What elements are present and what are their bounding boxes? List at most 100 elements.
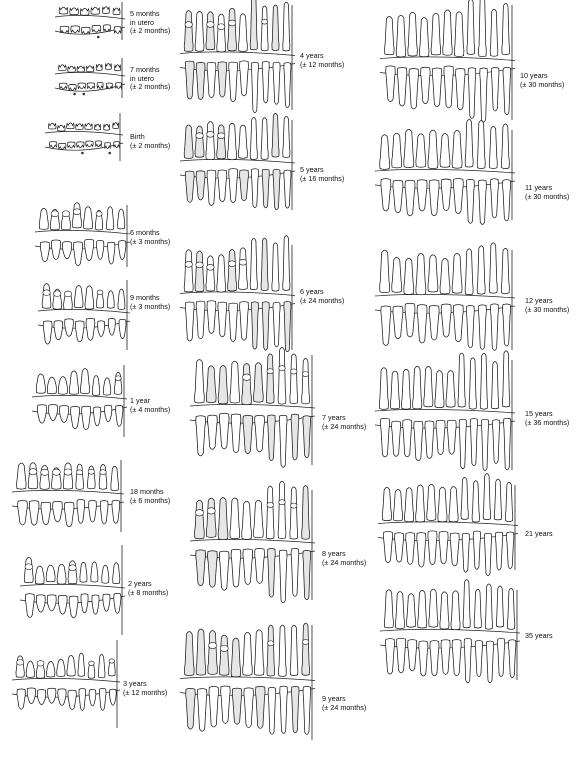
lower-tooth: [104, 142, 111, 150]
upper-tooth: [229, 360, 241, 404]
lower-tooth: [396, 637, 407, 674]
upper-tooth: [112, 121, 120, 129]
age-text: Birth: [130, 132, 145, 141]
age-range-text: (± 24 months): [322, 702, 367, 712]
upper-tooth: [206, 365, 217, 403]
upper-tooth: [229, 497, 241, 540]
lower-tooth: [290, 548, 300, 597]
upper-tooth: [112, 562, 121, 585]
lower-tooth: [380, 417, 390, 458]
lower-tooth: [88, 500, 97, 523]
stage-label: 11 years(± 30 months): [525, 183, 570, 201]
age-text: 4 years: [300, 51, 324, 60]
tooth-germ: [95, 211, 103, 217]
lower-tooth: [17, 500, 28, 526]
lower-tooth: [230, 548, 242, 588]
lower-tooth: [230, 413, 242, 454]
lower-tooth: [206, 300, 217, 334]
lower-tooth: [490, 303, 499, 351]
lower-tooth: [184, 301, 195, 342]
lower-tooth: [195, 415, 206, 457]
upper-tooth: [98, 463, 108, 490]
dentition-illustration: [37, 280, 131, 350]
upper-jaw-contour: [179, 51, 296, 56]
upper-tooth: [183, 124, 194, 159]
tooth-germ: [267, 640, 275, 647]
lower-tooth: [57, 594, 68, 615]
upper-tooth: [79, 8, 90, 16]
age-range-text: (± 2 months): [130, 140, 171, 150]
lower-tooth: [385, 65, 396, 102]
lower-tooth: [391, 420, 402, 457]
lower-tooth: [91, 25, 102, 33]
stage-9-years: [179, 622, 316, 740]
lower-tooth: [68, 595, 79, 619]
age-text: 12 years: [525, 296, 553, 305]
lower-tooth: [452, 304, 464, 343]
tooth-germ: [16, 659, 24, 666]
lower-tooth: [217, 169, 228, 203]
upper-tooth: [72, 202, 82, 229]
lower-tooth: [196, 688, 208, 732]
upper-tooth: [205, 255, 216, 292]
tooth-germ: [206, 264, 215, 271]
upper-tooth: [378, 367, 389, 410]
lower-tooth: [58, 143, 67, 150]
stage-4-years: [179, 0, 296, 114]
stage-3-years: [11, 640, 121, 728]
dentition-illustration: [189, 480, 316, 604]
upper-tooth: [46, 376, 57, 395]
lower-tooth: [449, 532, 460, 567]
lower-tooth: [435, 419, 446, 456]
lower-tooth: [93, 406, 102, 427]
tooth-bud: [97, 35, 100, 39]
lower-tooth: [217, 301, 228, 338]
age-range-text: (± 30 months): [525, 191, 570, 201]
lower-tooth: [206, 61, 217, 98]
upper-tooth: [495, 585, 505, 628]
lower-tooth: [492, 419, 501, 464]
upper-tooth: [67, 65, 76, 73]
upper-tooth: [403, 258, 415, 295]
upper-tooth: [206, 497, 217, 538]
lower-tooth: [278, 414, 288, 468]
upper-tooth: [92, 375, 101, 396]
upper-tooth: [379, 249, 390, 293]
dentition-illustration: [19, 545, 126, 635]
age-range-text: (± 30 months): [525, 304, 570, 314]
lower-tooth: [70, 406, 80, 429]
lower-tooth: [405, 532, 416, 565]
lower-tooth: [302, 685, 312, 735]
upper-tooth: [428, 588, 439, 628]
age-range-text: (± 3 months): [130, 236, 171, 246]
upper-tooth: [476, 245, 486, 295]
upper-tooth: [105, 62, 112, 70]
lower-tooth: [59, 25, 70, 34]
lower-tooth: [467, 67, 477, 119]
lower-tooth: [440, 178, 452, 211]
lower-tooth: [97, 320, 106, 337]
lower-tooth: [485, 640, 495, 684]
lower-tooth: [195, 300, 206, 340]
upper-tooth: [66, 655, 76, 677]
lower-tooth: [427, 530, 438, 565]
lower-tooth: [107, 318, 116, 336]
upper-tooth: [45, 564, 56, 583]
upper-jaw-contour: [379, 629, 521, 634]
lower-tooth: [239, 60, 249, 97]
lower-tooth: [37, 404, 47, 424]
lower-tooth: [68, 84, 77, 91]
upper-tooth: [94, 123, 101, 131]
upper-tooth: [249, 0, 258, 51]
lower-tooth: [272, 61, 281, 105]
upper-tooth: [238, 247, 248, 290]
dentition-illustration: [179, 622, 316, 740]
lower-tooth: [461, 533, 470, 573]
stage-6-months: [34, 202, 131, 267]
stage-7-years: [189, 347, 316, 468]
lower-tooth: [261, 61, 270, 104]
lower-tooth: [491, 67, 500, 112]
upper-tooth: [56, 658, 66, 677]
upper-tooth: [103, 123, 111, 131]
